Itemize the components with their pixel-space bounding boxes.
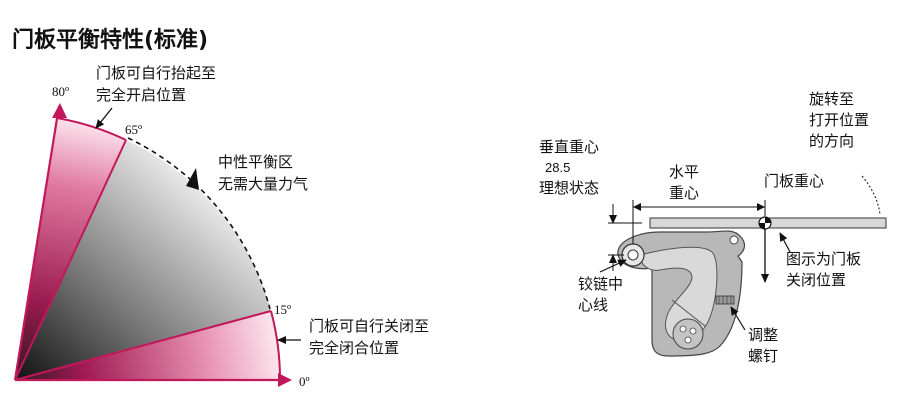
hinge-label-line2: 心线: [578, 296, 608, 314]
angle-0-label: 0º: [299, 374, 310, 389]
close-label-line1: 门板可自行关闭至: [309, 317, 429, 335]
cam-disc: [672, 318, 704, 350]
open-pointer: [95, 107, 113, 129]
hinge-pointer: [599, 259, 627, 273]
cam-hole-3: [684, 336, 692, 344]
open-label-line1: 门板可自行抬起至: [96, 64, 216, 82]
door-cg-quarter-2: [759, 223, 765, 229]
neutral-label-line2: 无需大量力气: [218, 175, 308, 193]
spring-line: [671, 299, 706, 327]
vertical-cg-label: 垂直重心: [539, 138, 599, 156]
vertical-cg-ideal: 理想状态: [539, 179, 599, 197]
angle-15-label: 15º: [274, 302, 291, 317]
closed-label-line1: 图示为门板: [786, 250, 861, 268]
balance-sector-diagram: 80º 65º 15º 0º 门板可自行抬起至 完全开启位置 中性平衡区 无需大…: [13, 64, 429, 389]
cam-hole-2: [689, 327, 697, 335]
hinge-diagram: 旋转至 打开位置 的方向 垂直重心 28.5 理想状态 水平 重心 门板重心 图…: [539, 90, 887, 365]
hinge-pin: [627, 249, 639, 261]
rotate-label-line3: 的方向: [809, 132, 854, 150]
horizontal-cg-line2: 重心: [669, 184, 699, 202]
vertical-cg-value: 28.5: [545, 160, 570, 175]
closed-pointer: [779, 232, 791, 253]
arrow-tip-0: [278, 373, 292, 387]
hinge-slot: [639, 246, 718, 341]
screw-label-line2: 螺钉: [748, 347, 778, 365]
radius-15: [14, 310, 272, 381]
arrow-tip-80: [52, 103, 67, 118]
closed-label-line2: 关闭位置: [786, 271, 846, 289]
page-title: 门板平衡特性(标准): [12, 28, 209, 53]
open-label-line2: 完全开启位置: [96, 86, 186, 104]
radius-80: [13, 105, 61, 381]
hinge-hole: [729, 235, 739, 245]
open-zone-sector: [15, 118, 126, 380]
screw-pointer: [730, 306, 746, 331]
cam-hole-1: [679, 325, 687, 333]
hinge-label-line1: 铰链中: [578, 275, 623, 293]
horizontal-dim-arrow-right: [757, 203, 765, 211]
angle-80-label: 80º: [52, 84, 69, 99]
door-cg-label: 门板重心: [764, 172, 824, 190]
horizontal-dim-arrow-left: [633, 203, 641, 211]
arc-neutral-dashed: [127, 137, 271, 310]
neutral-zone-sector: [15, 140, 271, 380]
angle-65-label: 65º: [125, 122, 142, 137]
neutral-label-line1: 中性平衡区: [218, 153, 293, 171]
rotate-label-line1: 旋转至: [809, 90, 854, 108]
close-label-line2: 完全闭合位置: [309, 339, 399, 357]
door-cg-quarter-1: [765, 217, 771, 223]
arc-80-65: [56, 117, 127, 141]
radius-65: [14, 139, 127, 381]
screw-label-line1: 调整: [748, 326, 778, 344]
adjust-screw: [715, 295, 735, 305]
rotate-label-line2: 打开位置: [809, 111, 869, 129]
rotation-arc: [861, 175, 881, 215]
horizontal-cg-line1: 水平: [669, 163, 699, 181]
arc-direction-arrow: [186, 168, 199, 190]
